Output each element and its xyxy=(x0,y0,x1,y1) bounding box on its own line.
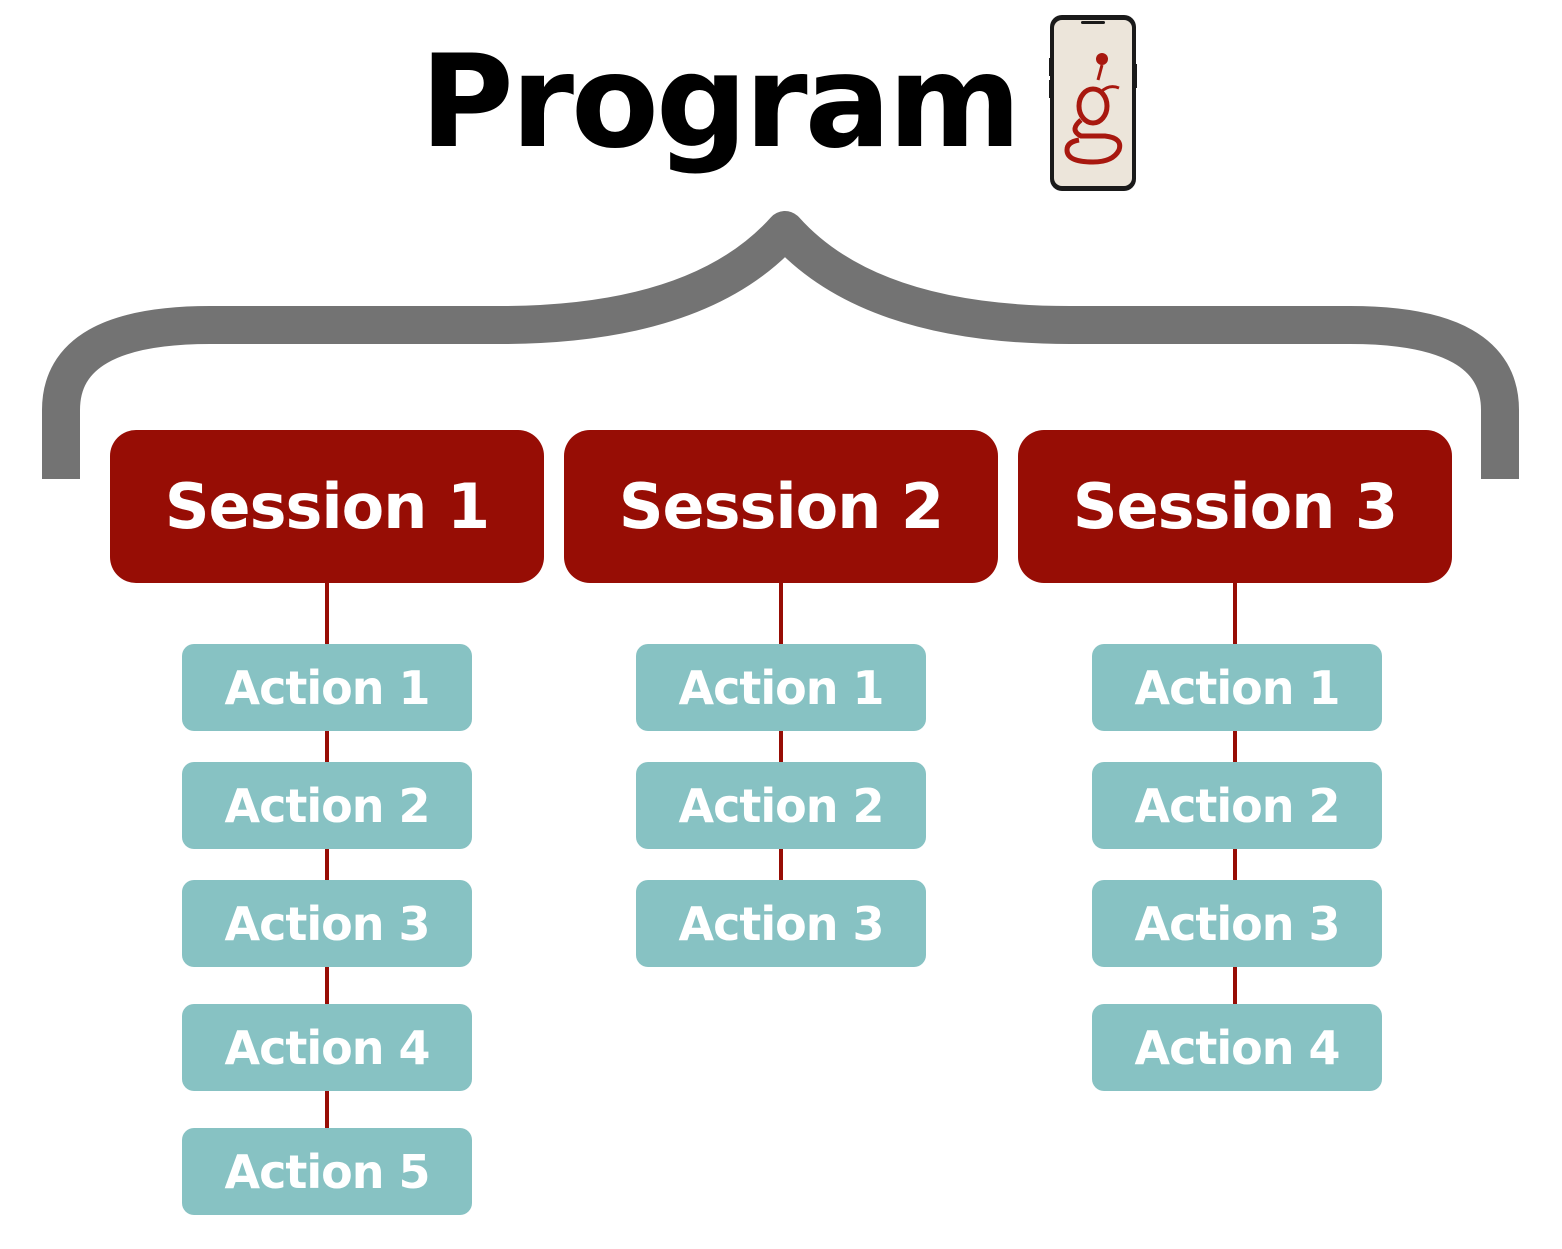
session-2-action-1: Action 1 xyxy=(636,644,926,731)
session-1-action-3: Action 3 xyxy=(182,880,472,967)
session-1-action-5: Action 5 xyxy=(182,1128,472,1215)
session-2-action-2: Action 2 xyxy=(636,762,926,849)
session-3-action-2: Action 2 xyxy=(1092,762,1382,849)
session-1-connector xyxy=(325,583,329,1128)
session-2-connector xyxy=(779,583,783,880)
program-title: Program xyxy=(420,28,1021,177)
session-1-box: Session 1 xyxy=(110,430,544,583)
session-1-action-1: Action 1 xyxy=(182,644,472,731)
session-3-action-1: Action 1 xyxy=(1092,644,1382,731)
session-1-action-2: Action 2 xyxy=(182,762,472,849)
session-3-action-4: Action 4 xyxy=(1092,1004,1382,1091)
session-2-box: Session 2 xyxy=(564,430,998,583)
session-2-action-3: Action 3 xyxy=(636,880,926,967)
session-3-action-3: Action 3 xyxy=(1092,880,1382,967)
session-3-box: Session 3 xyxy=(1018,430,1452,583)
phone-app-g-icon xyxy=(1049,15,1137,191)
session-1-action-4: Action 4 xyxy=(182,1004,472,1091)
